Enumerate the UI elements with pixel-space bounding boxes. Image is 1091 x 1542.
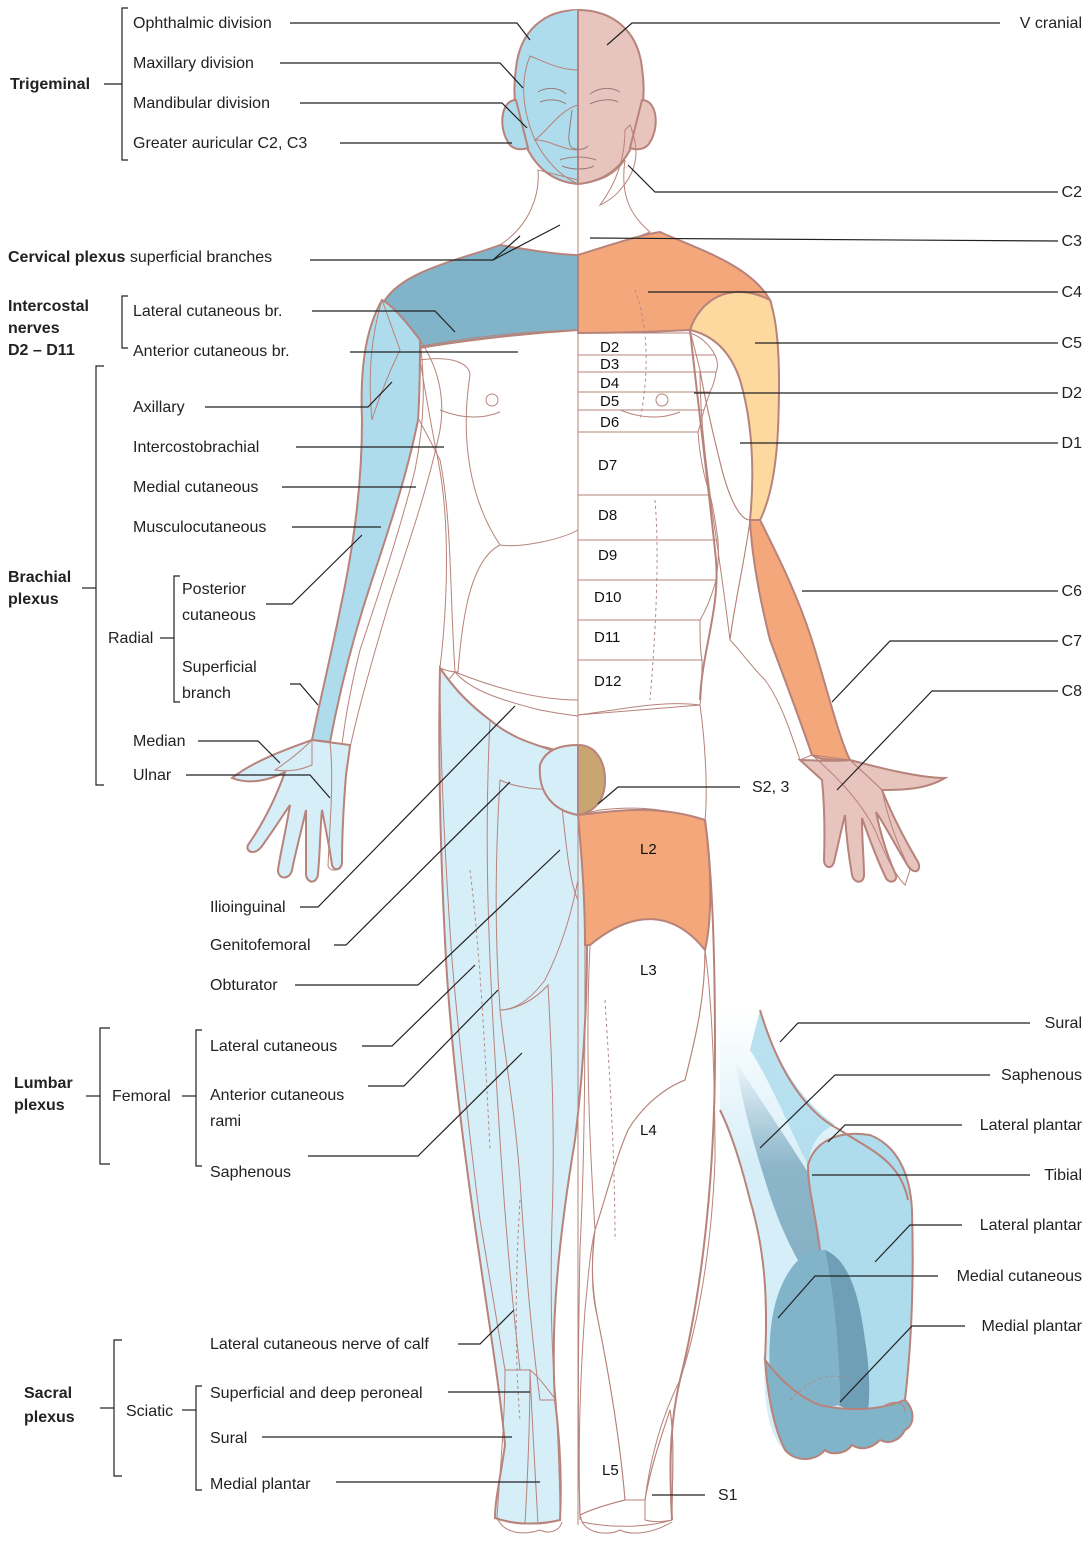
label-mandibular: Mandibular division bbox=[133, 95, 270, 112]
label-posterior-cutaneous-2: cutaneous bbox=[182, 607, 256, 624]
dermatome-d10: D10 bbox=[594, 589, 622, 606]
label-c6: C6 bbox=[1062, 583, 1083, 600]
dermatome-l2: L2 bbox=[640, 841, 657, 858]
label-c2: C2 bbox=[1062, 184, 1083, 201]
label-superficial-branch-1: Superficial bbox=[182, 659, 257, 676]
foot-label-medial-cutaneous: Medial cutaneous bbox=[957, 1268, 1082, 1285]
group-sacral-line1: Sacral bbox=[24, 1385, 72, 1402]
label-c3: C3 bbox=[1062, 233, 1083, 250]
group-brachial-line1: Brachial bbox=[8, 569, 71, 586]
dermatome-d3: D3 bbox=[600, 356, 619, 373]
group-intercostal-line2: nerves bbox=[8, 320, 60, 337]
label-greater-auricular: Greater auricular C2, C3 bbox=[133, 135, 307, 152]
label-lateral-cutaneous-br: Lateral cutaneous br. bbox=[133, 303, 282, 320]
label-genitofemoral: Genitofemoral bbox=[210, 937, 311, 954]
dermatome-d7: D7 bbox=[598, 457, 617, 474]
label-anterior-cutaneous-br: Anterior cutaneous br. bbox=[133, 343, 290, 360]
foot-label-medial-plantar: Medial plantar bbox=[982, 1318, 1083, 1335]
group-cervical-plexus: Cervical plexus superficial branches bbox=[8, 249, 272, 266]
foot-plantar-view bbox=[720, 1010, 913, 1459]
label-medial-cutaneous: Medial cutaneous bbox=[133, 479, 258, 496]
label-ulnar: Ulnar bbox=[133, 767, 172, 784]
label-s2-3: S2, 3 bbox=[752, 779, 789, 796]
group-sciatic: Sciatic bbox=[126, 1403, 173, 1420]
foot-label-saphenous: Saphenous bbox=[1001, 1067, 1082, 1084]
label-posterior-cutaneous-1: Posterior bbox=[182, 581, 247, 598]
group-lumbar-line1: Lumbar bbox=[14, 1075, 73, 1092]
body-left-half bbox=[232, 10, 587, 1524]
label-ilioinguinal: Ilioinguinal bbox=[210, 899, 286, 916]
label-musculocutaneous: Musculocutaneous bbox=[133, 519, 266, 536]
label-c8: C8 bbox=[1062, 683, 1083, 700]
label-anterior-cutaneous-rami-2: rami bbox=[210, 1113, 241, 1130]
dermatome-d5: D5 bbox=[600, 393, 619, 410]
group-intercostal-line1: Intercostal bbox=[8, 298, 89, 315]
foot-label-lateral-plantar-1: Lateral plantar bbox=[980, 1117, 1083, 1134]
group-intercostal-line3: D2 – D11 bbox=[8, 342, 75, 359]
group-trigeminal: Trigeminal bbox=[10, 76, 90, 93]
dermatome-d6: D6 bbox=[600, 414, 619, 431]
label-sural: Sural bbox=[210, 1430, 247, 1447]
cervical-plexus-rest: superficial branches bbox=[125, 249, 272, 266]
label-medial-plantar: Medial plantar bbox=[210, 1476, 311, 1493]
group-brachial-line2: plexus bbox=[8, 591, 59, 608]
left-group-labels: Trigeminal Cervical plexus superficial b… bbox=[8, 76, 272, 1426]
group-femoral: Femoral bbox=[112, 1088, 171, 1105]
dermatome-d9: D9 bbox=[598, 547, 617, 564]
label-c7: C7 bbox=[1062, 633, 1083, 650]
dermatome-d2: D2 bbox=[600, 339, 619, 356]
label-lateral-cutaneous-calf: Lateral cutaneous nerve of calf bbox=[210, 1336, 429, 1353]
label-anterior-cutaneous-rami-1: Anterior cutaneous bbox=[210, 1087, 344, 1104]
dermatome-d8: D8 bbox=[598, 507, 617, 524]
foot-label-tibial: Tibial bbox=[1044, 1167, 1082, 1184]
dermatome-l5: L5 bbox=[602, 1462, 619, 1479]
cervical-plexus-bold: Cervical plexus bbox=[8, 249, 126, 266]
foot-label-sural: Sural bbox=[1045, 1015, 1082, 1032]
label-d2: D2 bbox=[1062, 385, 1083, 402]
label-saphenous: Saphenous bbox=[210, 1164, 291, 1181]
dermatome-d12: D12 bbox=[594, 673, 622, 690]
dermatome-l3: L3 bbox=[640, 962, 657, 979]
group-lumbar-line2: plexus bbox=[14, 1097, 65, 1114]
label-maxillary: Maxillary division bbox=[133, 55, 254, 72]
dermatome-d11: D11 bbox=[594, 629, 620, 646]
label-axillary: Axillary bbox=[133, 399, 185, 416]
label-s1: S1 bbox=[718, 1487, 738, 1504]
label-ophthalmic: Ophthalmic division bbox=[133, 15, 272, 32]
label-v-cranial: V cranial bbox=[1020, 15, 1082, 32]
foot-label-lateral-plantar-2: Lateral plantar bbox=[980, 1217, 1083, 1234]
label-superficial-branch-2: branch bbox=[182, 685, 231, 702]
label-c4: C4 bbox=[1062, 284, 1083, 301]
label-intercostobrachial: Intercostobrachial bbox=[133, 439, 259, 456]
group-radial: Radial bbox=[108, 630, 153, 647]
label-superficial-deep-peroneal: Superficial and deep peroneal bbox=[210, 1385, 423, 1402]
label-median: Median bbox=[133, 733, 185, 750]
label-d1: D1 bbox=[1062, 435, 1083, 452]
label-obturator: Obturator bbox=[210, 977, 278, 994]
dermatome-l4: L4 bbox=[640, 1122, 657, 1139]
label-lateral-cutaneous: Lateral cutaneous bbox=[210, 1038, 337, 1055]
label-c5: C5 bbox=[1062, 335, 1083, 352]
dermatome-d4: D4 bbox=[600, 375, 619, 392]
group-sacral-line2: plexus bbox=[24, 1409, 75, 1426]
